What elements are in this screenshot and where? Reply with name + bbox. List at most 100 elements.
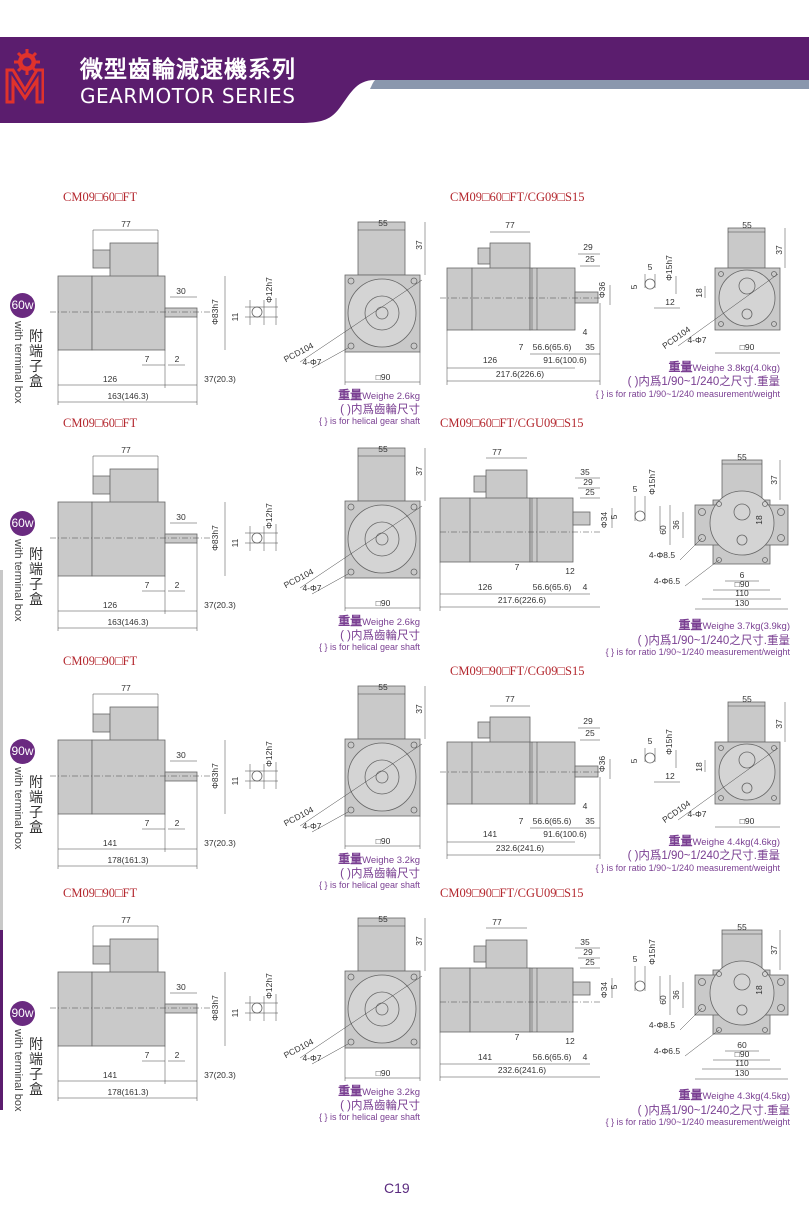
dimension-line <box>311 811 349 833</box>
motor-body <box>91 501 166 577</box>
model-title: CM09□60□FT <box>63 190 138 204</box>
dimension-label: 77 <box>121 445 131 455</box>
dimension-label: 29 <box>583 477 593 487</box>
dimension-label: Φ83h7 <box>210 763 220 789</box>
dimension-label: 7 <box>145 818 150 828</box>
hub <box>364 759 400 795</box>
paren-note: ( )内爲1/90~1/240之尺寸.重量 <box>627 850 780 862</box>
weight-label-cn: 重量 <box>668 360 693 374</box>
dimension-label: 7 <box>145 1050 150 1060</box>
dimension-label: 2 <box>175 818 180 828</box>
dimension-label: 55 <box>378 682 388 692</box>
motor-body <box>91 275 166 351</box>
dimension-label: 7 <box>515 1032 520 1042</box>
dimension-label: 36 <box>671 520 681 530</box>
dimension-label: 77 <box>121 915 131 925</box>
weight-label-cn: 重量 <box>338 388 363 402</box>
cable-gland <box>473 475 487 493</box>
dimension-label: 25 <box>585 728 595 738</box>
brace-note: { } is for helical gear shaft <box>318 642 420 652</box>
dimension-label: 7 <box>519 342 524 352</box>
weight-note: 重量Weighe 4.4kg(4.6kg) <box>668 832 780 849</box>
shaft-key-section <box>644 278 656 290</box>
mounting-hole <box>410 1038 418 1046</box>
motor-body <box>469 967 531 1033</box>
terminal-box-front <box>357 221 406 276</box>
cable-gland <box>92 249 111 269</box>
output-hub <box>733 973 751 991</box>
dimension-label: 30 <box>176 982 186 992</box>
motor-end-cap <box>57 971 93 1047</box>
dimension-line <box>311 573 349 595</box>
dimension-label: 77 <box>121 219 131 229</box>
weight-label-cn: 重量 <box>678 618 703 632</box>
dimension-label: 91.6(100.6) <box>543 355 587 365</box>
terminal-box-front <box>727 701 766 743</box>
vent <box>741 308 753 320</box>
dimension-label: 4-Φ6.5 <box>654 1046 680 1056</box>
dimension-label: 37 <box>414 466 424 476</box>
dimension-label: Φ83h7 <box>210 525 220 551</box>
dimension-label: 35 <box>580 467 590 477</box>
dimension-label: 55 <box>737 452 747 462</box>
wattage-badge: 60w <box>10 511 35 536</box>
vent <box>736 1004 748 1016</box>
weight-label-cn: 重量 <box>668 834 693 848</box>
dimension-label: 11 <box>230 1008 240 1017</box>
dimension-label: 232.6(241.6) <box>496 843 544 853</box>
brace-note: { } is for ratio 1/90~1/240 measurement/… <box>605 1117 790 1127</box>
output-hub <box>738 751 756 769</box>
output-hub <box>733 503 751 521</box>
dimension-label: 130 <box>735 598 749 608</box>
motor-body <box>471 267 531 331</box>
dimension-label: 7 <box>145 354 150 364</box>
output-shaft <box>574 291 599 304</box>
cable-gland <box>92 945 111 965</box>
dimension-label: 77 <box>492 917 502 927</box>
dimension-label: □90 <box>376 1068 391 1078</box>
dimension-label: 30 <box>176 512 186 522</box>
dimension-line <box>679 537 703 561</box>
dimension-label: Φ34 <box>599 982 609 999</box>
terminal-box-front <box>357 685 406 740</box>
dimension-label: 2 <box>175 354 180 364</box>
dimension-label: 56.6(65.6) <box>533 582 572 592</box>
dimension-label: 5 <box>648 262 653 272</box>
dimension-label: Φ15h7 <box>664 255 674 281</box>
brace-note: { } is for ratio 1/90~1/240 measurement/… <box>595 389 780 399</box>
dimension-label: 12 <box>665 297 675 307</box>
dimension-label: 18 <box>694 762 704 772</box>
dimension-label: 178(161.3) <box>107 1087 148 1097</box>
terminal-box <box>489 716 531 745</box>
terminal-box-label-en: with terminal box <box>12 767 24 850</box>
mounting-hole <box>716 971 722 977</box>
shaft-key-section <box>634 980 646 992</box>
dimension-label: □90 <box>740 816 755 826</box>
gearhead <box>529 741 576 805</box>
paren-note: ( )内爲齒輪尺寸 <box>340 404 420 416</box>
dimension-label: 37(20.3) <box>204 838 236 848</box>
mounting-hole <box>716 501 722 507</box>
hub <box>364 991 400 1027</box>
mounting-hole <box>347 568 355 576</box>
dimension-label: 4-Φ7 <box>302 357 321 367</box>
weight-label-cn: 重量 <box>338 614 363 628</box>
edge-marker <box>0 570 3 930</box>
dimension-label: 4-Φ7 <box>302 821 321 831</box>
vent <box>741 782 753 794</box>
output-shaft <box>164 771 198 782</box>
dimension-label: 77 <box>492 447 502 457</box>
dimension-label: 37 <box>414 704 424 714</box>
motor-end-cap <box>57 739 93 815</box>
dimension-label: Φ83h7 <box>210 995 220 1021</box>
dimension-label: 77 <box>505 694 515 704</box>
mounting-hole <box>762 1027 768 1033</box>
motor-end-cap <box>57 501 93 577</box>
output-shaft <box>572 981 591 996</box>
mounting-hole <box>347 503 355 511</box>
dimension-label: 110 <box>735 588 749 598</box>
dimension-label: 37(20.3) <box>204 1070 236 1080</box>
output-hub <box>738 277 756 295</box>
